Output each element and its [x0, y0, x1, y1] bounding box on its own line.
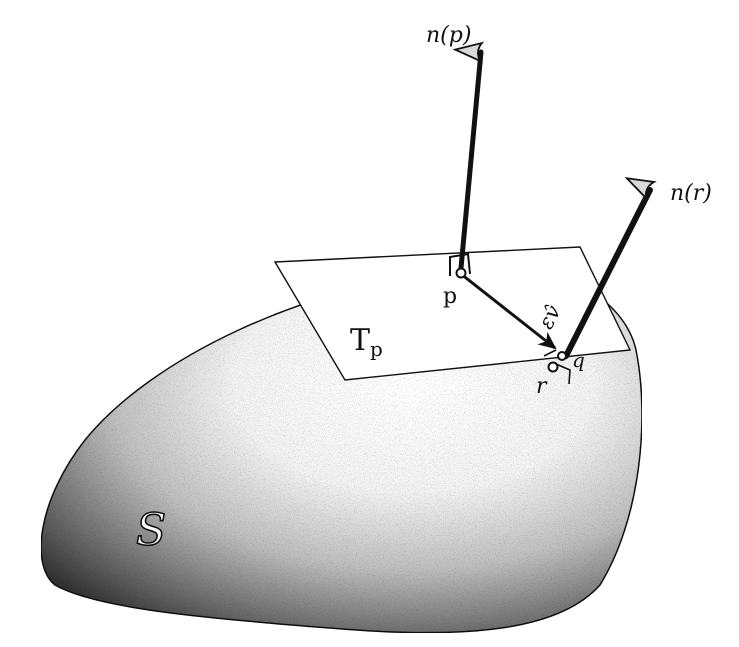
label-tangent-plane-sub: p	[370, 337, 383, 361]
label-point-q: q	[572, 348, 585, 372]
right-angle-mark-r	[543, 349, 571, 385]
normal-vector-r	[563, 190, 650, 359]
point-q-marker	[557, 351, 567, 361]
vector-eps-v	[460, 272, 557, 350]
normal-vector-p	[461, 52, 481, 271]
label-point-p: p	[443, 284, 457, 309]
label-tangent-plane: Tp	[350, 323, 383, 361]
label-point-r: r	[536, 374, 548, 399]
label-normal-p: n(p)	[426, 23, 471, 48]
point-r-marker	[547, 361, 559, 373]
right-angle-mark-p	[449, 252, 471, 276]
label-normal-r: n(r)	[670, 181, 712, 206]
point-p-marker	[455, 267, 467, 279]
label-surface: S	[136, 505, 166, 556]
label-tangent-plane-main: T	[350, 323, 370, 358]
